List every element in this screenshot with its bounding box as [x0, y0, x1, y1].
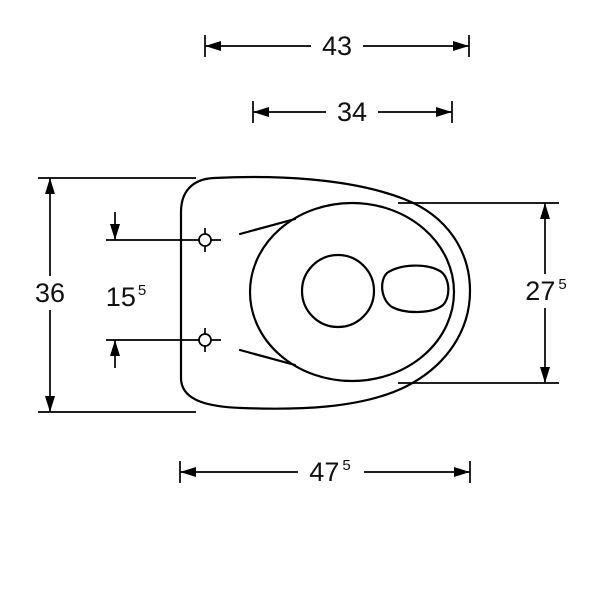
dim-275-label-mask [515, 274, 579, 308]
dim-34-label-mask [326, 95, 378, 129]
seat-ring-edge-bottom [238, 348, 297, 367]
dim-36-label: 36 [35, 278, 65, 308]
seat-opening [248, 201, 456, 383]
seat-ring-edge-top [238, 217, 297, 236]
outlet-hole [381, 264, 450, 314]
dim-43-label-mask [311, 29, 363, 63]
flush-hole-circle [300, 253, 376, 329]
hinge-hole-bottom [198, 333, 212, 347]
dim-36-label-mask [26, 276, 74, 310]
hinge-hole-top [198, 233, 212, 247]
toilet-outer-outline [179, 175, 472, 410]
dim-34-label: 34 [337, 97, 367, 127]
dim-43-label: 43 [322, 31, 352, 61]
dim-475-label-mask [298, 455, 364, 489]
